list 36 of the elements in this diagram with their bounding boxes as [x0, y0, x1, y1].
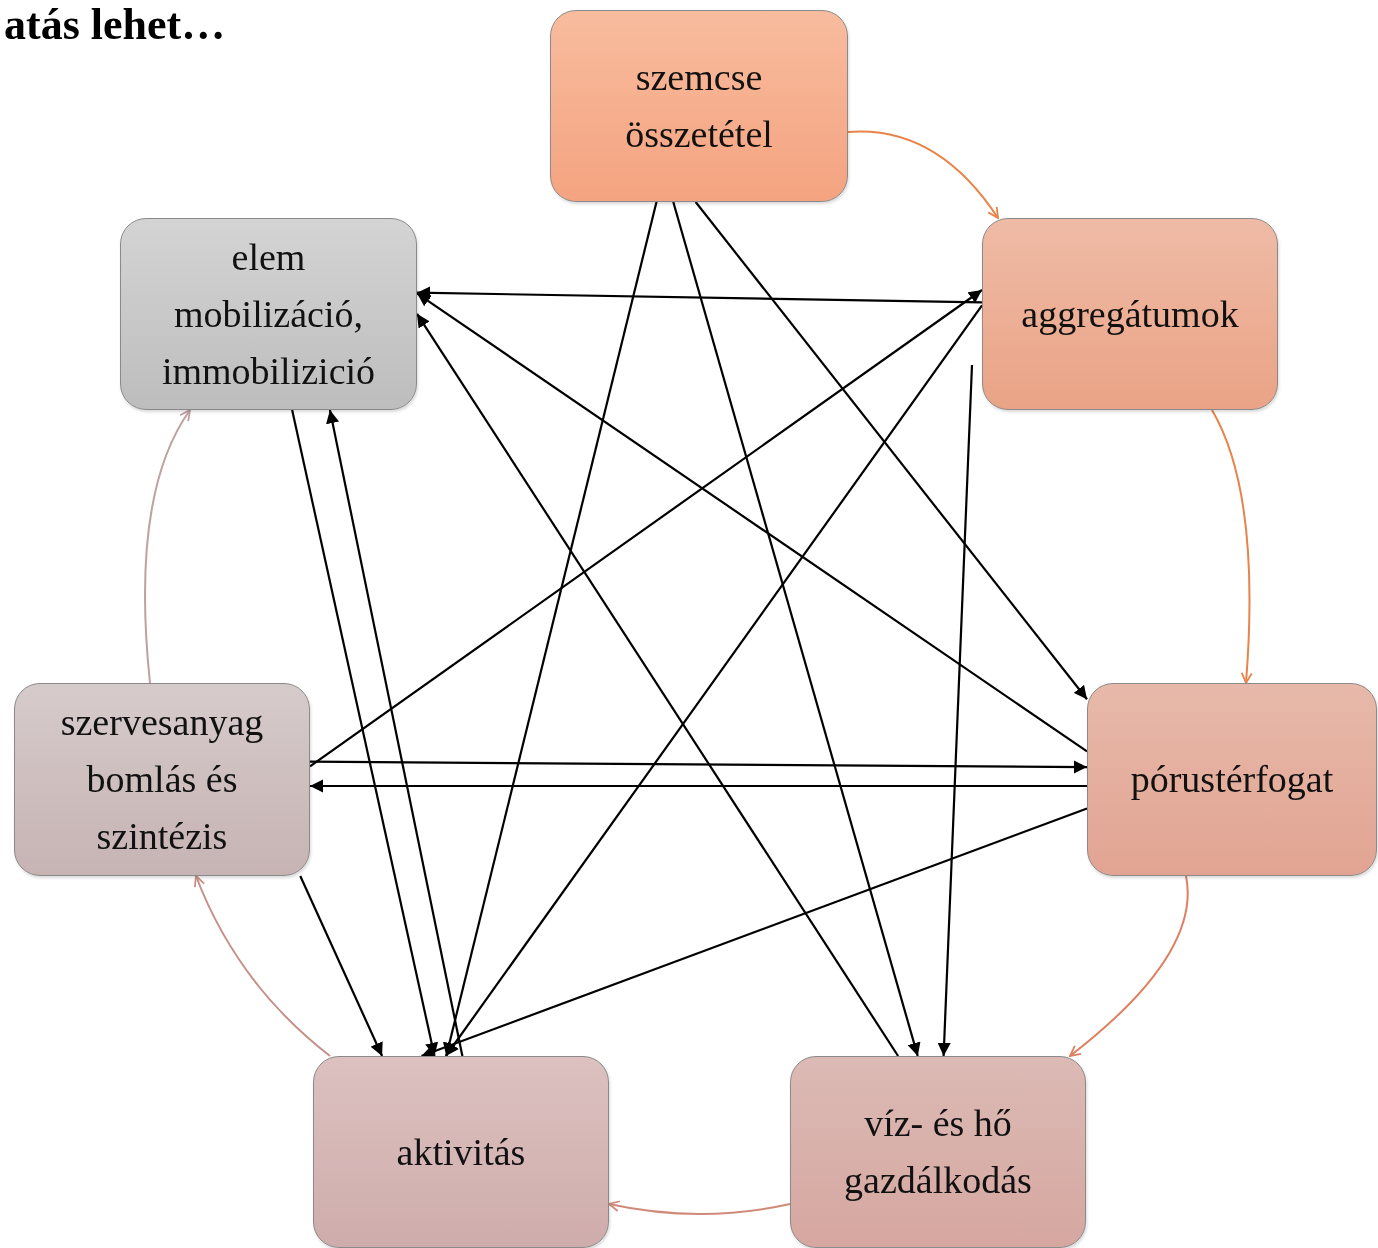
node-label: víz- és hő gazdálkodás: [843, 1101, 1033, 1203]
arrow: [310, 760, 1087, 774]
arrow: [443, 201, 658, 1057]
title: atás lehet…: [4, 2, 226, 48]
arrow: [937, 364, 974, 1057]
process-box: [550, 10, 848, 202]
arrow: [444, 304, 983, 1057]
node-label: aggregátumok: [1020, 291, 1240, 337]
arrow: [291, 409, 439, 1057]
arrow: [672, 201, 921, 1057]
process-box: [14, 683, 310, 876]
arrow: [416, 313, 900, 1057]
process-box: [1087, 683, 1377, 876]
arrow: [309, 289, 983, 768]
process-box: [790, 1056, 1086, 1248]
arrow: [1211, 409, 1253, 684]
arrow: [416, 292, 1088, 753]
arrow: [144, 409, 191, 684]
arrow: [694, 201, 1088, 700]
arrow: [421, 807, 1088, 1058]
arrow: [310, 779, 1087, 793]
arrow: [1069, 875, 1189, 1057]
arrow: [326, 409, 464, 1057]
node-label: szervesanyag bomlás és szintézis: [59, 700, 265, 859]
process-box: [982, 218, 1278, 410]
arrow: [416, 286, 983, 304]
process-box: [120, 218, 417, 410]
arrow: [194, 875, 331, 1057]
arrow: [299, 875, 384, 1057]
arrow: [847, 130, 999, 219]
process-box: [313, 1056, 609, 1248]
node-label: pórustérfogat: [1129, 757, 1335, 802]
arrow: [608, 1200, 791, 1215]
node-label: szemcse összetétel: [624, 55, 774, 157]
node-label: elem mobilizáció, immobilizició: [160, 234, 377, 394]
node-label: aktivitás: [395, 1129, 527, 1175]
